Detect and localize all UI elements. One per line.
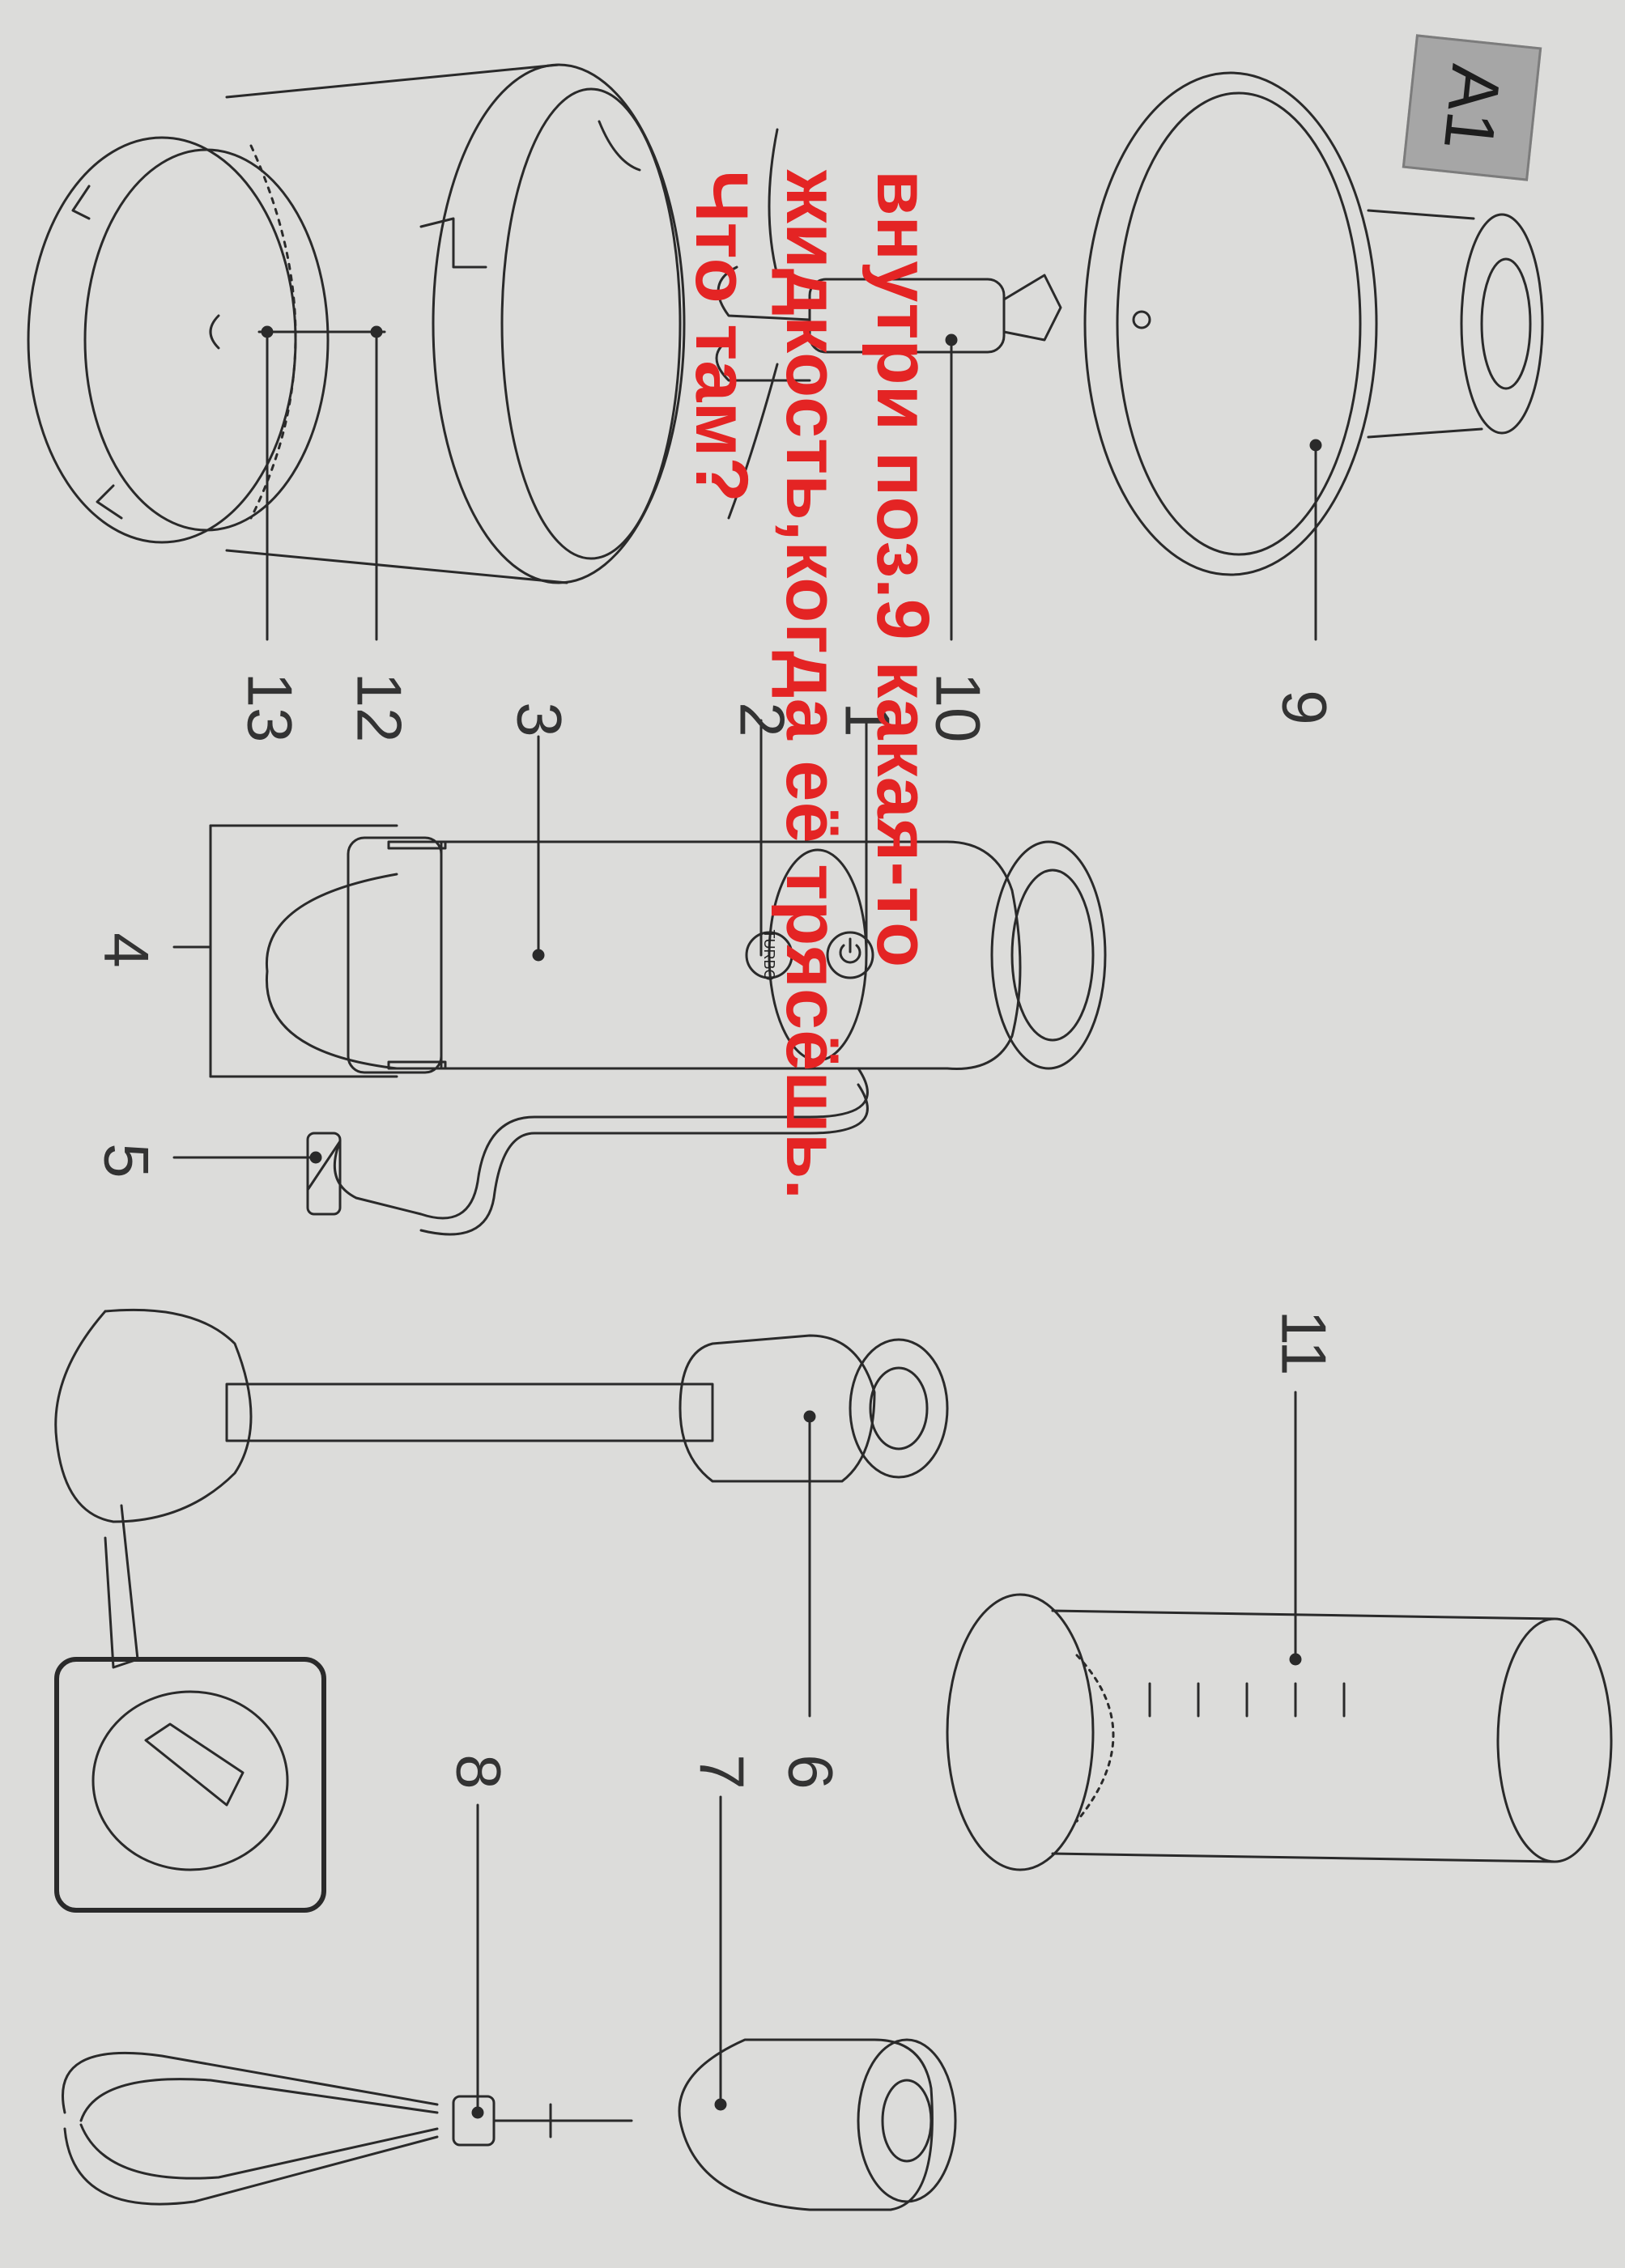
whisk-drawing [62, 1803, 633, 2206]
chopper-bowl-drawing [27, 63, 686, 641]
chopper-lid-drawing [1083, 71, 1544, 641]
motor-unit-drawing [172, 719, 1107, 1236]
blender-shaft-drawing [54, 1308, 949, 1913]
callout-13: 13 [234, 672, 306, 743]
callout-6: 6 [775, 1754, 847, 1790]
beaker-drawing [946, 1391, 1613, 1871]
callout-11: 11 [1268, 1310, 1340, 1376]
callout-4: 4 [91, 932, 163, 968]
callout-8: 8 [443, 1754, 515, 1790]
callout-5: 5 [91, 1143, 163, 1179]
callout-7: 7 [686, 1754, 758, 1790]
annotation-line-2: жидкость,когда её трясёшь. [771, 170, 853, 1200]
callout-3: 3 [504, 702, 576, 737]
figure-badge: A1 [1402, 34, 1542, 181]
annotation-note: внутри поз.9 какая-то жидкость,когда её … [676, 170, 948, 1506]
annotation-line-3: Что там? [680, 170, 763, 503]
whisk-gearbox-drawing [678, 1795, 957, 2211]
callout-9: 9 [1269, 690, 1341, 725]
annotation-line-1: внутри поз.9 какая-то [861, 170, 944, 968]
figure-id: A1 [1429, 61, 1516, 155]
callout-12: 12 [343, 672, 415, 743]
chopper-blade-drawing [715, 128, 1062, 641]
turbo-button-label: TURBO [761, 930, 777, 981]
